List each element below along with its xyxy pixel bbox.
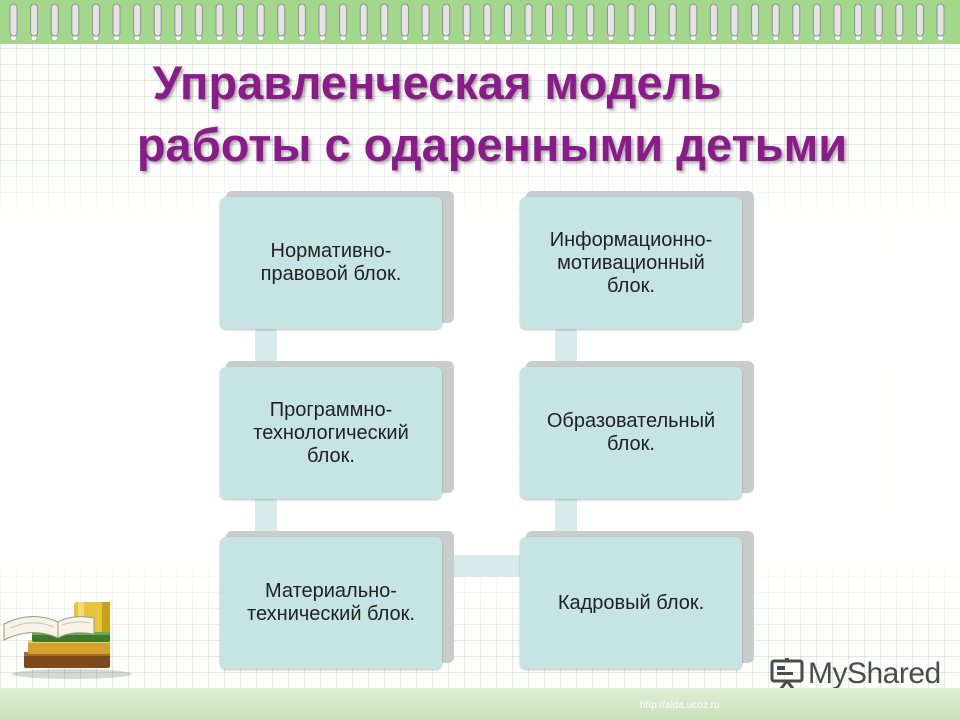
spiral-ring xyxy=(524,3,533,42)
slide-title: Управленческая модель работы с одаренным… xyxy=(40,52,920,176)
block-personnel: Кадровый блок. xyxy=(520,537,742,669)
spiral-ring xyxy=(380,3,389,42)
spiral-ring xyxy=(565,3,574,42)
spiral-ring xyxy=(648,3,657,42)
spiral-ring xyxy=(9,3,18,42)
block-label: Материально- технический блок. xyxy=(247,580,415,625)
connector-right-upper xyxy=(555,326,577,366)
spiral-ring xyxy=(194,3,203,42)
title-line-1: Управленческая модель xyxy=(152,56,722,109)
block-information-motivational: Информационно- мотивационный блок. xyxy=(520,197,742,329)
spiral-ring xyxy=(833,3,842,42)
spiral-ring xyxy=(297,3,306,42)
spiral-ring xyxy=(812,3,821,42)
spiral-ring xyxy=(236,3,245,42)
spiral-ring xyxy=(792,3,801,42)
block-label: Образовательный блок. xyxy=(546,410,716,455)
spiral-ring xyxy=(606,3,615,42)
footer-url: http://aida.ucoz.ru xyxy=(640,700,720,711)
spiral-ring xyxy=(30,3,39,42)
spiral-ring xyxy=(586,3,595,42)
spiral-ring xyxy=(668,3,677,42)
spiral-ring xyxy=(503,3,512,42)
spiral-ring xyxy=(339,3,348,42)
spiral-ring xyxy=(112,3,121,42)
spiral-ring xyxy=(689,3,698,42)
spiral-ring xyxy=(153,3,162,42)
presentation-icon xyxy=(770,658,804,691)
connector-left-upper xyxy=(255,326,277,366)
block-material-technical: Материально- технический блок. xyxy=(220,537,442,669)
block-label: Информационно- мотивационный блок. xyxy=(549,228,713,297)
block-label: Программно- технологический блок. xyxy=(253,398,409,467)
spiral-ring xyxy=(709,3,718,42)
spiral-ring xyxy=(483,3,492,42)
spiral-ring xyxy=(318,3,327,42)
brand-logo: MyShared xyxy=(766,655,941,695)
spiral-binding xyxy=(9,3,945,42)
brand-name: MyShared xyxy=(808,657,941,690)
spiral-ring xyxy=(256,3,265,42)
spiral-ring xyxy=(854,3,863,42)
block-normative-legal: Нормативно- правовой блок. xyxy=(220,197,442,329)
block-program-technological: Программно- технологический блок. xyxy=(220,367,442,499)
spiral-ring xyxy=(874,3,883,42)
spiral-ring xyxy=(133,3,142,42)
spiral-ring xyxy=(71,3,80,42)
connector-bottom-horizontal xyxy=(442,555,522,577)
spiral-ring xyxy=(400,3,409,42)
spiral-ring xyxy=(277,3,286,42)
spiral-ring xyxy=(730,3,739,42)
spiral-ring xyxy=(545,3,554,42)
spiral-ring xyxy=(915,3,924,42)
block-label: Кадровый блок. xyxy=(557,591,705,614)
spiral-ring xyxy=(462,3,471,42)
connector-right-lower xyxy=(555,496,577,536)
spiral-ring xyxy=(771,3,780,42)
block-educational: Образовательный блок. xyxy=(520,367,742,499)
books-icon xyxy=(3,602,132,679)
spiral-ring xyxy=(751,3,760,42)
connector-left-lower xyxy=(255,496,277,536)
spiral-ring xyxy=(215,3,224,42)
spiral-ring xyxy=(936,3,945,42)
block-label: Нормативно- правовой блок. xyxy=(260,240,402,285)
spiral-ring xyxy=(50,3,59,42)
spiral-ring xyxy=(359,3,368,42)
spiral-ring xyxy=(442,3,451,42)
spiral-ring xyxy=(174,3,183,42)
spiral-ring xyxy=(421,3,430,42)
bottom-band xyxy=(0,688,960,720)
spiral-ring xyxy=(627,3,636,42)
spiral-ring xyxy=(895,3,904,42)
title-line-2: работы с одаренными детьми xyxy=(136,118,848,171)
spiral-ring xyxy=(91,3,100,42)
